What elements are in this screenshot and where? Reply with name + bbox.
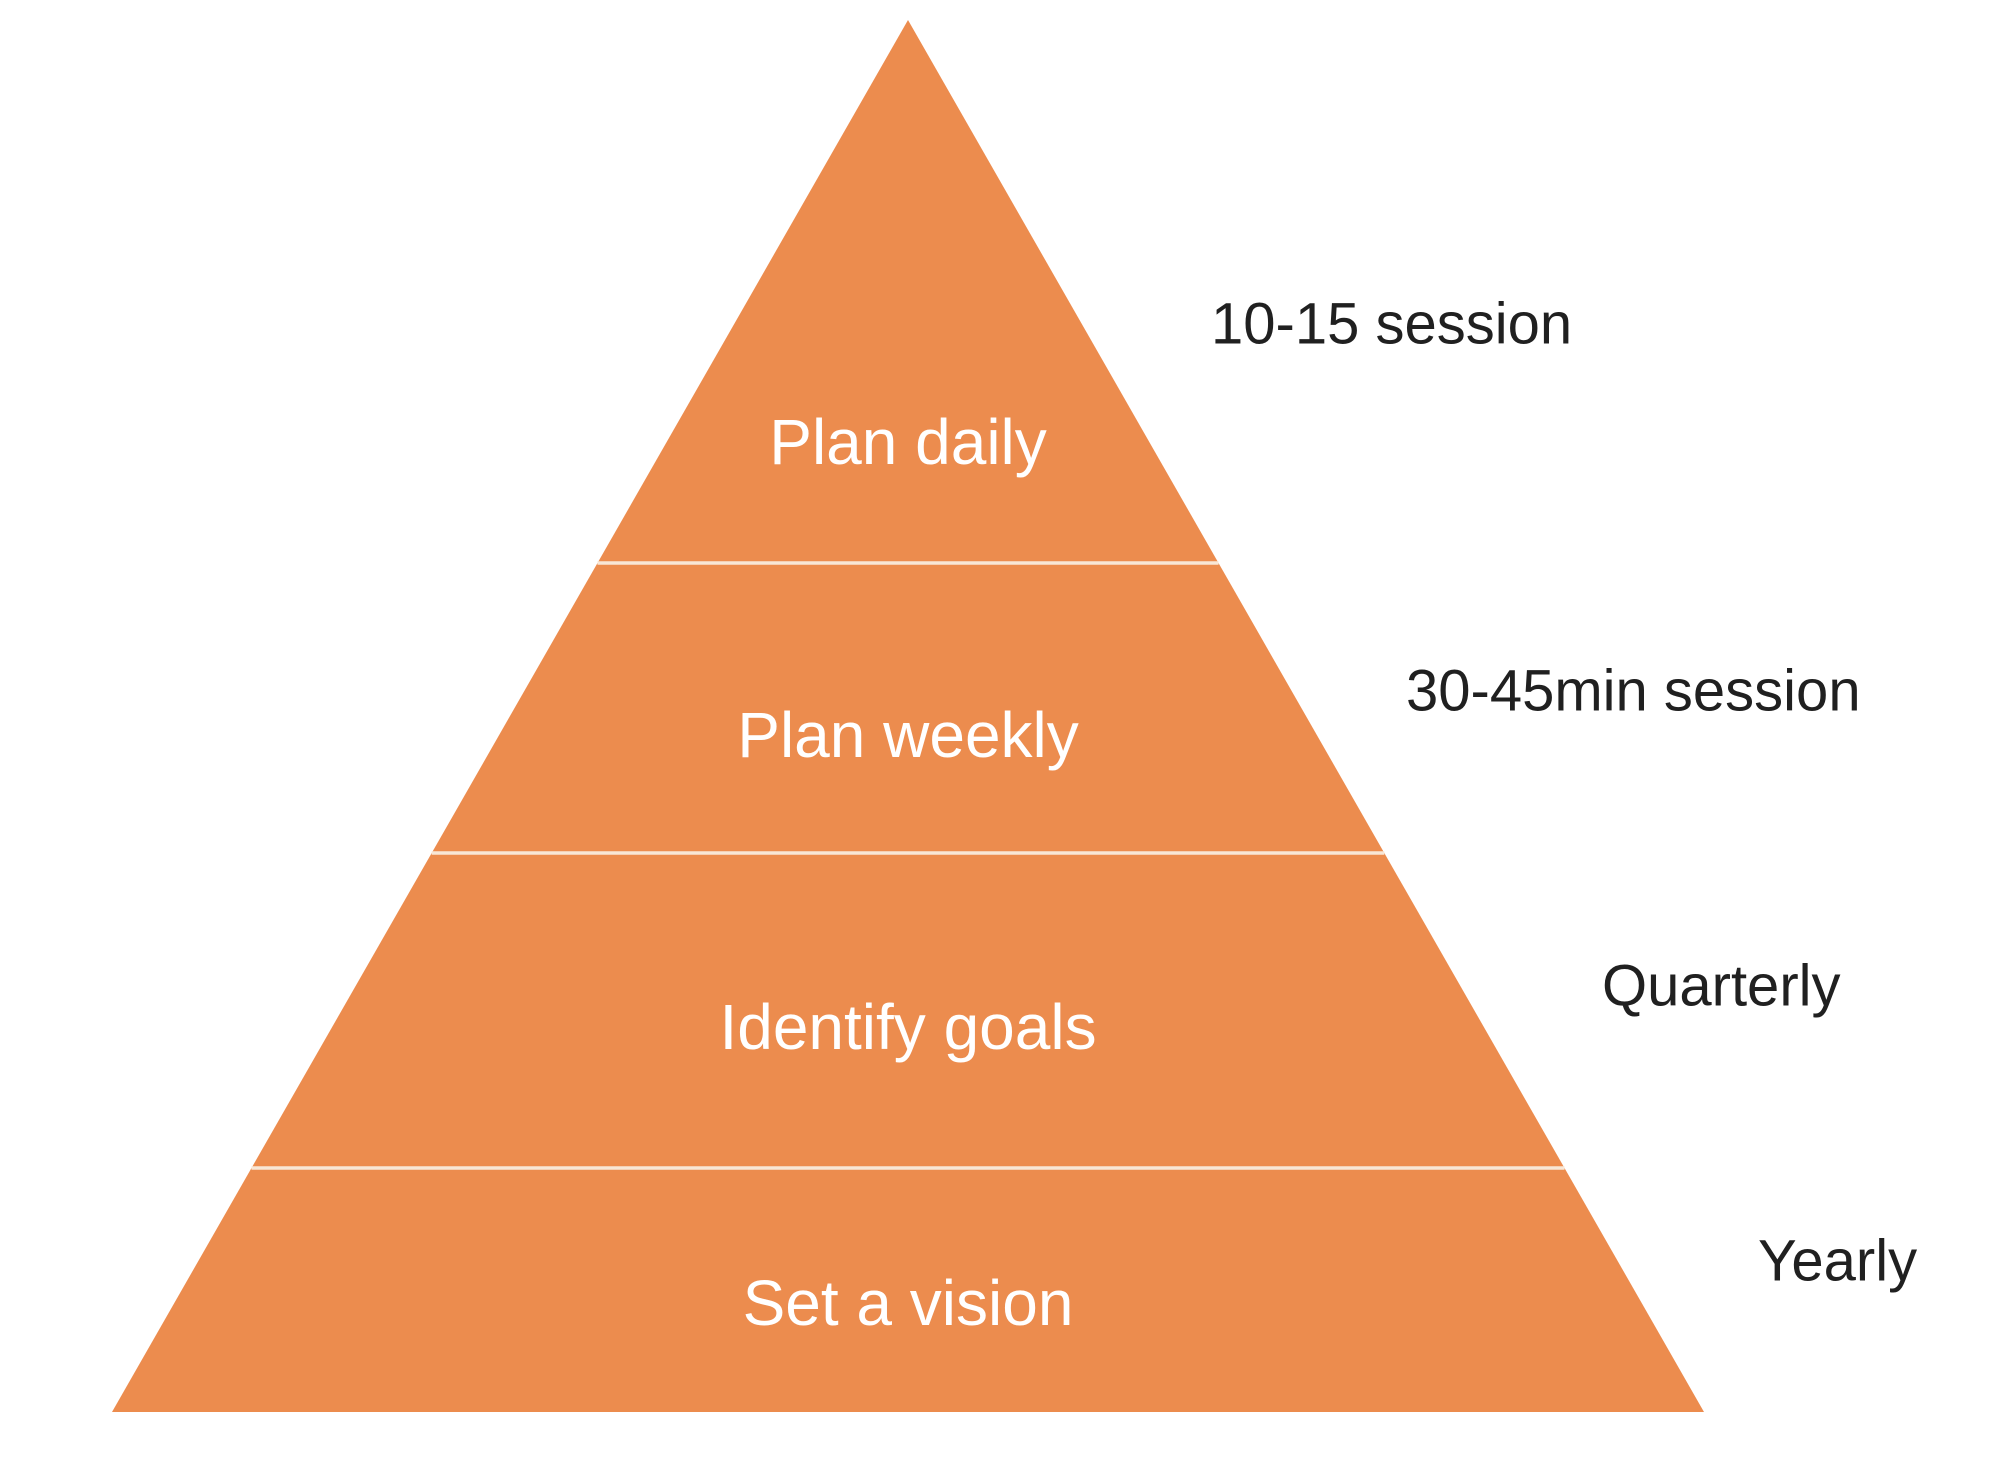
- annotation-identify-goals: Quarterly: [1602, 953, 1841, 1018]
- annotation-plan-weekly: 30-45min session: [1406, 658, 1861, 723]
- pyramid-tier-identify-goals: [251, 853, 1565, 1168]
- tier-label-identify-goals: Identify goals: [719, 991, 1096, 1063]
- pyramid-tier-set-a-vision: [112, 1168, 1704, 1412]
- annotation-plan-daily: 10-15 session: [1211, 291, 1572, 356]
- tier-label-plan-weekly: Plan weekly: [737, 699, 1079, 771]
- pyramid-tier-plan-daily: [597, 20, 1219, 563]
- tier-label-set-a-vision: Set a vision: [743, 1267, 1074, 1339]
- annotation-set-a-vision: Yearly: [1758, 1228, 1917, 1293]
- pyramid-tier-plan-weekly: [431, 563, 1385, 853]
- tier-label-plan-daily: Plan daily: [769, 406, 1047, 478]
